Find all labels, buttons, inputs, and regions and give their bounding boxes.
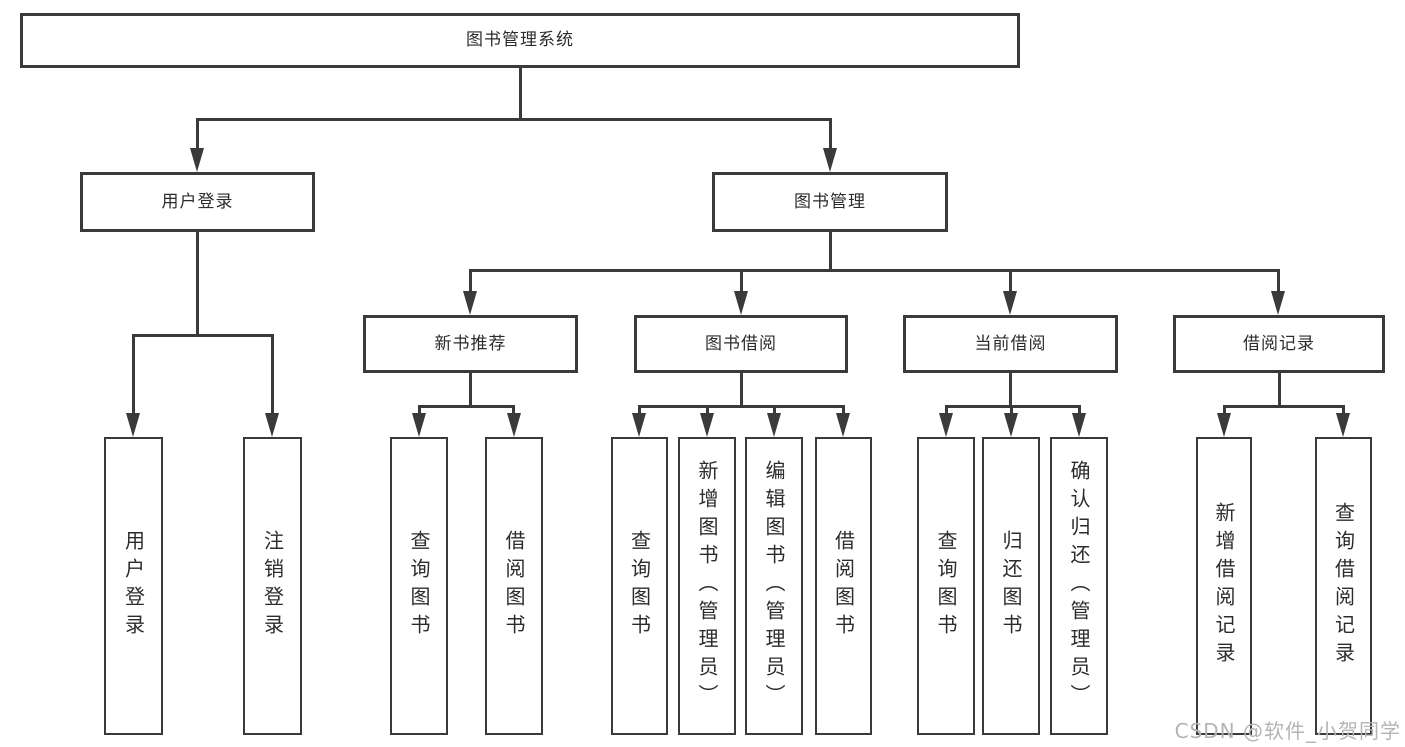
- connector-line: [945, 405, 948, 417]
- node-new-book-recommend-label: 新书推荐: [434, 333, 507, 354]
- connector-line: [1009, 269, 1012, 295]
- connector-line: [1223, 405, 1226, 417]
- node-book-borrow: 图书借阅: [634, 315, 848, 373]
- down-arrowhead: [507, 413, 521, 437]
- leaf-add-books-admin: 新增图书（管理员）: [678, 437, 736, 735]
- leaf-confirm-return-admin-label: 确认归还（管理员）: [1067, 460, 1091, 712]
- leaf-borrow-books-recommend-label: 借阅图书: [502, 530, 526, 642]
- connector-line: [1278, 373, 1281, 407]
- leaf-return-books: 归还图书: [982, 437, 1040, 735]
- connector-line: [1223, 405, 1345, 408]
- connector-line: [1009, 373, 1012, 407]
- node-book-borrow-label: 图书借阅: [705, 333, 777, 354]
- down-arrowhead: [939, 413, 953, 437]
- node-book-management: 图书管理: [712, 172, 948, 232]
- connector-line: [469, 269, 1280, 272]
- connector-line: [706, 405, 709, 417]
- connector-line: [842, 405, 845, 417]
- down-arrowhead: [1003, 291, 1017, 315]
- node-root: 图书管理系统: [20, 13, 1020, 68]
- node-current-borrow-label: 当前借阅: [974, 333, 1047, 354]
- leaf-add-borrow-record: 新增借阅记录: [1196, 437, 1252, 735]
- down-arrowhead: [1336, 413, 1350, 437]
- connector-line: [469, 269, 472, 295]
- leaf-borrow-books-borrow: 借阅图书: [815, 437, 872, 735]
- leaf-return-books-label: 归还图书: [999, 530, 1023, 642]
- node-borrow-records: 借阅记录: [1173, 315, 1385, 373]
- down-arrowhead: [823, 148, 837, 172]
- connector-line: [773, 405, 776, 417]
- connector-line: [418, 405, 515, 408]
- leaf-user-login: 用户登录: [104, 437, 163, 735]
- leaf-query-books-recommend-label: 查询图书: [407, 530, 431, 642]
- leaf-query-books-current: 查询图书: [917, 437, 975, 735]
- leaf-logout: 注销登录: [243, 437, 302, 735]
- connector-line: [418, 405, 421, 417]
- leaf-user-login-label: 用户登录: [121, 530, 146, 642]
- connector-line: [740, 373, 743, 407]
- down-arrowhead: [190, 148, 204, 172]
- connector-line: [638, 405, 641, 417]
- node-borrow-records-label: 借阅记录: [1243, 333, 1315, 354]
- connector-line: [132, 334, 274, 337]
- node-user-login-label: 用户登录: [161, 191, 234, 212]
- node-current-borrow: 当前借阅: [903, 315, 1118, 373]
- down-arrowhead: [1271, 291, 1285, 315]
- leaf-confirm-return-admin: 确认归还（管理员）: [1050, 437, 1108, 735]
- leaf-query-borrow-record-label: 查询借阅记录: [1331, 502, 1356, 670]
- connector-line: [1342, 405, 1345, 417]
- leaf-edit-books-admin-label: 编辑图书（管理员）: [762, 460, 786, 712]
- down-arrowhead: [767, 413, 781, 437]
- down-arrowhead: [1004, 413, 1018, 437]
- down-arrowhead: [126, 413, 140, 437]
- connector-line: [196, 118, 830, 121]
- connector-line: [271, 334, 274, 415]
- down-arrowhead: [1217, 413, 1231, 437]
- node-new-book-recommend: 新书推荐: [363, 315, 578, 373]
- leaf-query-books-recommend: 查询图书: [390, 437, 448, 735]
- down-arrowhead: [412, 413, 426, 437]
- down-arrowhead: [1072, 413, 1086, 437]
- connector-line: [132, 334, 135, 415]
- down-arrowhead: [836, 413, 850, 437]
- leaf-query-books-current-label: 查询图书: [934, 530, 958, 642]
- leaf-borrow-books-recommend: 借阅图书: [485, 437, 543, 735]
- leaf-edit-books-admin: 编辑图书（管理员）: [745, 437, 803, 735]
- connector-line: [829, 118, 832, 150]
- node-user-login: 用户登录: [80, 172, 315, 232]
- leaf-add-books-admin-label: 新增图书（管理员）: [695, 460, 719, 712]
- connector-line: [512, 405, 515, 417]
- node-book-management-label: 图书管理: [794, 191, 866, 212]
- node-root-label: 图书管理系统: [466, 30, 574, 50]
- connector-line: [1078, 405, 1081, 417]
- connector-line: [469, 373, 472, 407]
- connector-line: [638, 405, 845, 408]
- down-arrowhead: [734, 291, 748, 315]
- leaf-query-books-borrow-label: 查询图书: [627, 530, 652, 642]
- connector-line: [1010, 405, 1013, 417]
- connector-line: [519, 68, 522, 121]
- down-arrowhead: [463, 291, 477, 315]
- leaf-logout-label: 注销登录: [260, 530, 285, 642]
- connector-line: [829, 232, 832, 271]
- leaf-borrow-books-borrow-label: 借阅图书: [831, 530, 856, 642]
- connector-line: [196, 118, 199, 150]
- connector-line: [945, 405, 1081, 408]
- leaf-query-books-borrow: 查询图书: [611, 437, 668, 735]
- leaf-add-borrow-record-label: 新增借阅记录: [1212, 502, 1236, 670]
- csdn-watermark: CSDN @软件_小贺同学: [1174, 719, 1401, 743]
- connector-line: [1277, 269, 1280, 295]
- down-arrowhead: [265, 413, 279, 437]
- down-arrowhead: [700, 413, 714, 437]
- leaf-query-borrow-record: 查询借阅记录: [1315, 437, 1372, 735]
- down-arrowhead: [632, 413, 646, 437]
- connector-line: [196, 232, 199, 336]
- connector-line: [740, 269, 743, 295]
